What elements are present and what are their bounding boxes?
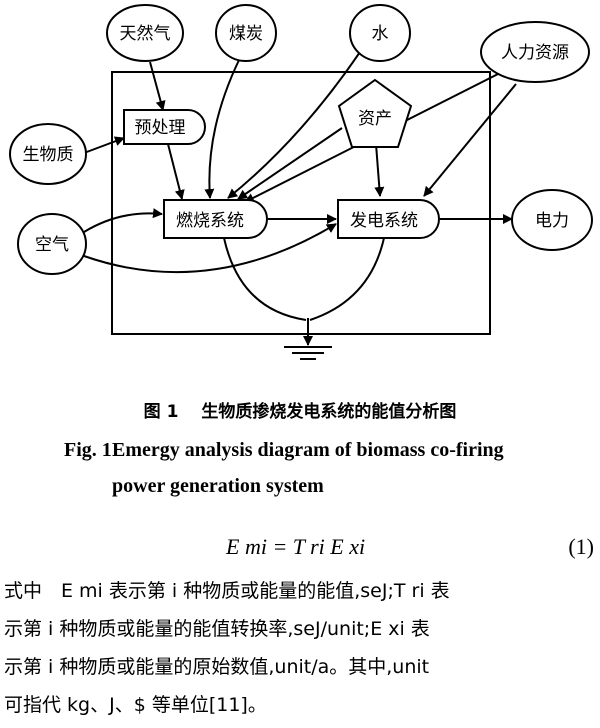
svg-text:资产: 资产 xyxy=(358,109,392,129)
svg-text:煤炭: 煤炭 xyxy=(229,24,263,44)
node-power-generation-system: 发电系统 xyxy=(337,199,440,239)
svg-text:燃烧系统: 燃烧系统 xyxy=(176,211,244,231)
svg-text:生物质: 生物质 xyxy=(23,145,74,165)
flow-air-to-combustion xyxy=(83,208,163,233)
node-preprocessing: 预处理 xyxy=(123,109,206,145)
figure-caption-cn: 图 1 生物质掺烧发电系统的能值分析图 xyxy=(143,402,457,422)
equation-number: (1) xyxy=(568,534,594,559)
flow-assets-to-generation xyxy=(374,143,385,197)
node-electricity: 电力 xyxy=(511,189,593,251)
svg-text:发电系统: 发电系统 xyxy=(350,211,418,231)
body-line: 可指代 kg、J、$ 等单位[11]。 xyxy=(4,694,267,716)
caption-en-line2: power generation system xyxy=(112,475,324,497)
flow-water-to-combustion xyxy=(227,51,361,199)
node-biomass: 生物质 xyxy=(9,123,87,185)
node-human-resources: 人力资源 xyxy=(480,21,590,83)
svg-text:电力: 电力 xyxy=(535,211,569,231)
node-combustion-system: 燃烧系统 xyxy=(163,199,268,239)
node-assets: 资产 xyxy=(337,78,413,148)
flow-generation-to-sink xyxy=(309,237,385,321)
svg-text:天然气: 天然气 xyxy=(120,24,171,44)
flow-biomass-to-preprocessing xyxy=(83,136,125,154)
equation: E mi = T ri E xi (1) xyxy=(0,534,600,570)
flow-assets-to-combustion xyxy=(237,127,343,200)
flow-combustion-to-sink xyxy=(223,237,307,321)
flow-air-to-generation xyxy=(83,223,337,274)
emergy-diagram: 天然气 煤炭 水 人力资源 生物质 空气 电力 预处理 资产 燃烧系统 发电系统 xyxy=(9,4,593,360)
body-line: 示第 i 种物质或能量的原始数值,unit/a。其中,unit xyxy=(4,656,430,678)
svg-text:空气: 空气 xyxy=(35,235,69,255)
caption-en-line1: Emergy analysis diagram of biomass co-fi… xyxy=(112,439,504,461)
svg-text:水: 水 xyxy=(372,24,389,44)
body-line: 示第 i 种物质或能量的能值转换率,seJ/unit;E xi 表 xyxy=(4,618,430,640)
node-natural-gas: 天然气 xyxy=(106,4,184,62)
node-air: 空气 xyxy=(17,213,87,275)
body-line: 式中 E mi 表示第 i 种物质或能量的能值,seJ;T ri 表 xyxy=(4,580,450,602)
figure-label: Fig. 1 xyxy=(64,439,112,461)
flow-gas-to-preprocessing xyxy=(149,61,166,111)
equation-expression: E mi = T ri E xi xyxy=(226,534,366,559)
flow-coal-to-combustion xyxy=(204,57,241,199)
flow-human-to-generation xyxy=(423,83,517,197)
figure-caption-en: Fig. 1Emergy analysis diagram of biomass… xyxy=(64,432,584,504)
svg-text:人力资源: 人力资源 xyxy=(501,43,569,63)
heat-sink-icon xyxy=(284,346,332,360)
node-coal: 煤炭 xyxy=(215,4,277,62)
flow-preprocessing-to-combustion xyxy=(167,143,185,200)
svg-text:预处理: 预处理 xyxy=(135,118,186,138)
node-water: 水 xyxy=(349,4,411,62)
body-text: 式中 E mi 表示第 i 种物质或能量的能值,seJ;T ri 表 示第 i … xyxy=(4,572,598,724)
system-boundary xyxy=(111,71,491,335)
